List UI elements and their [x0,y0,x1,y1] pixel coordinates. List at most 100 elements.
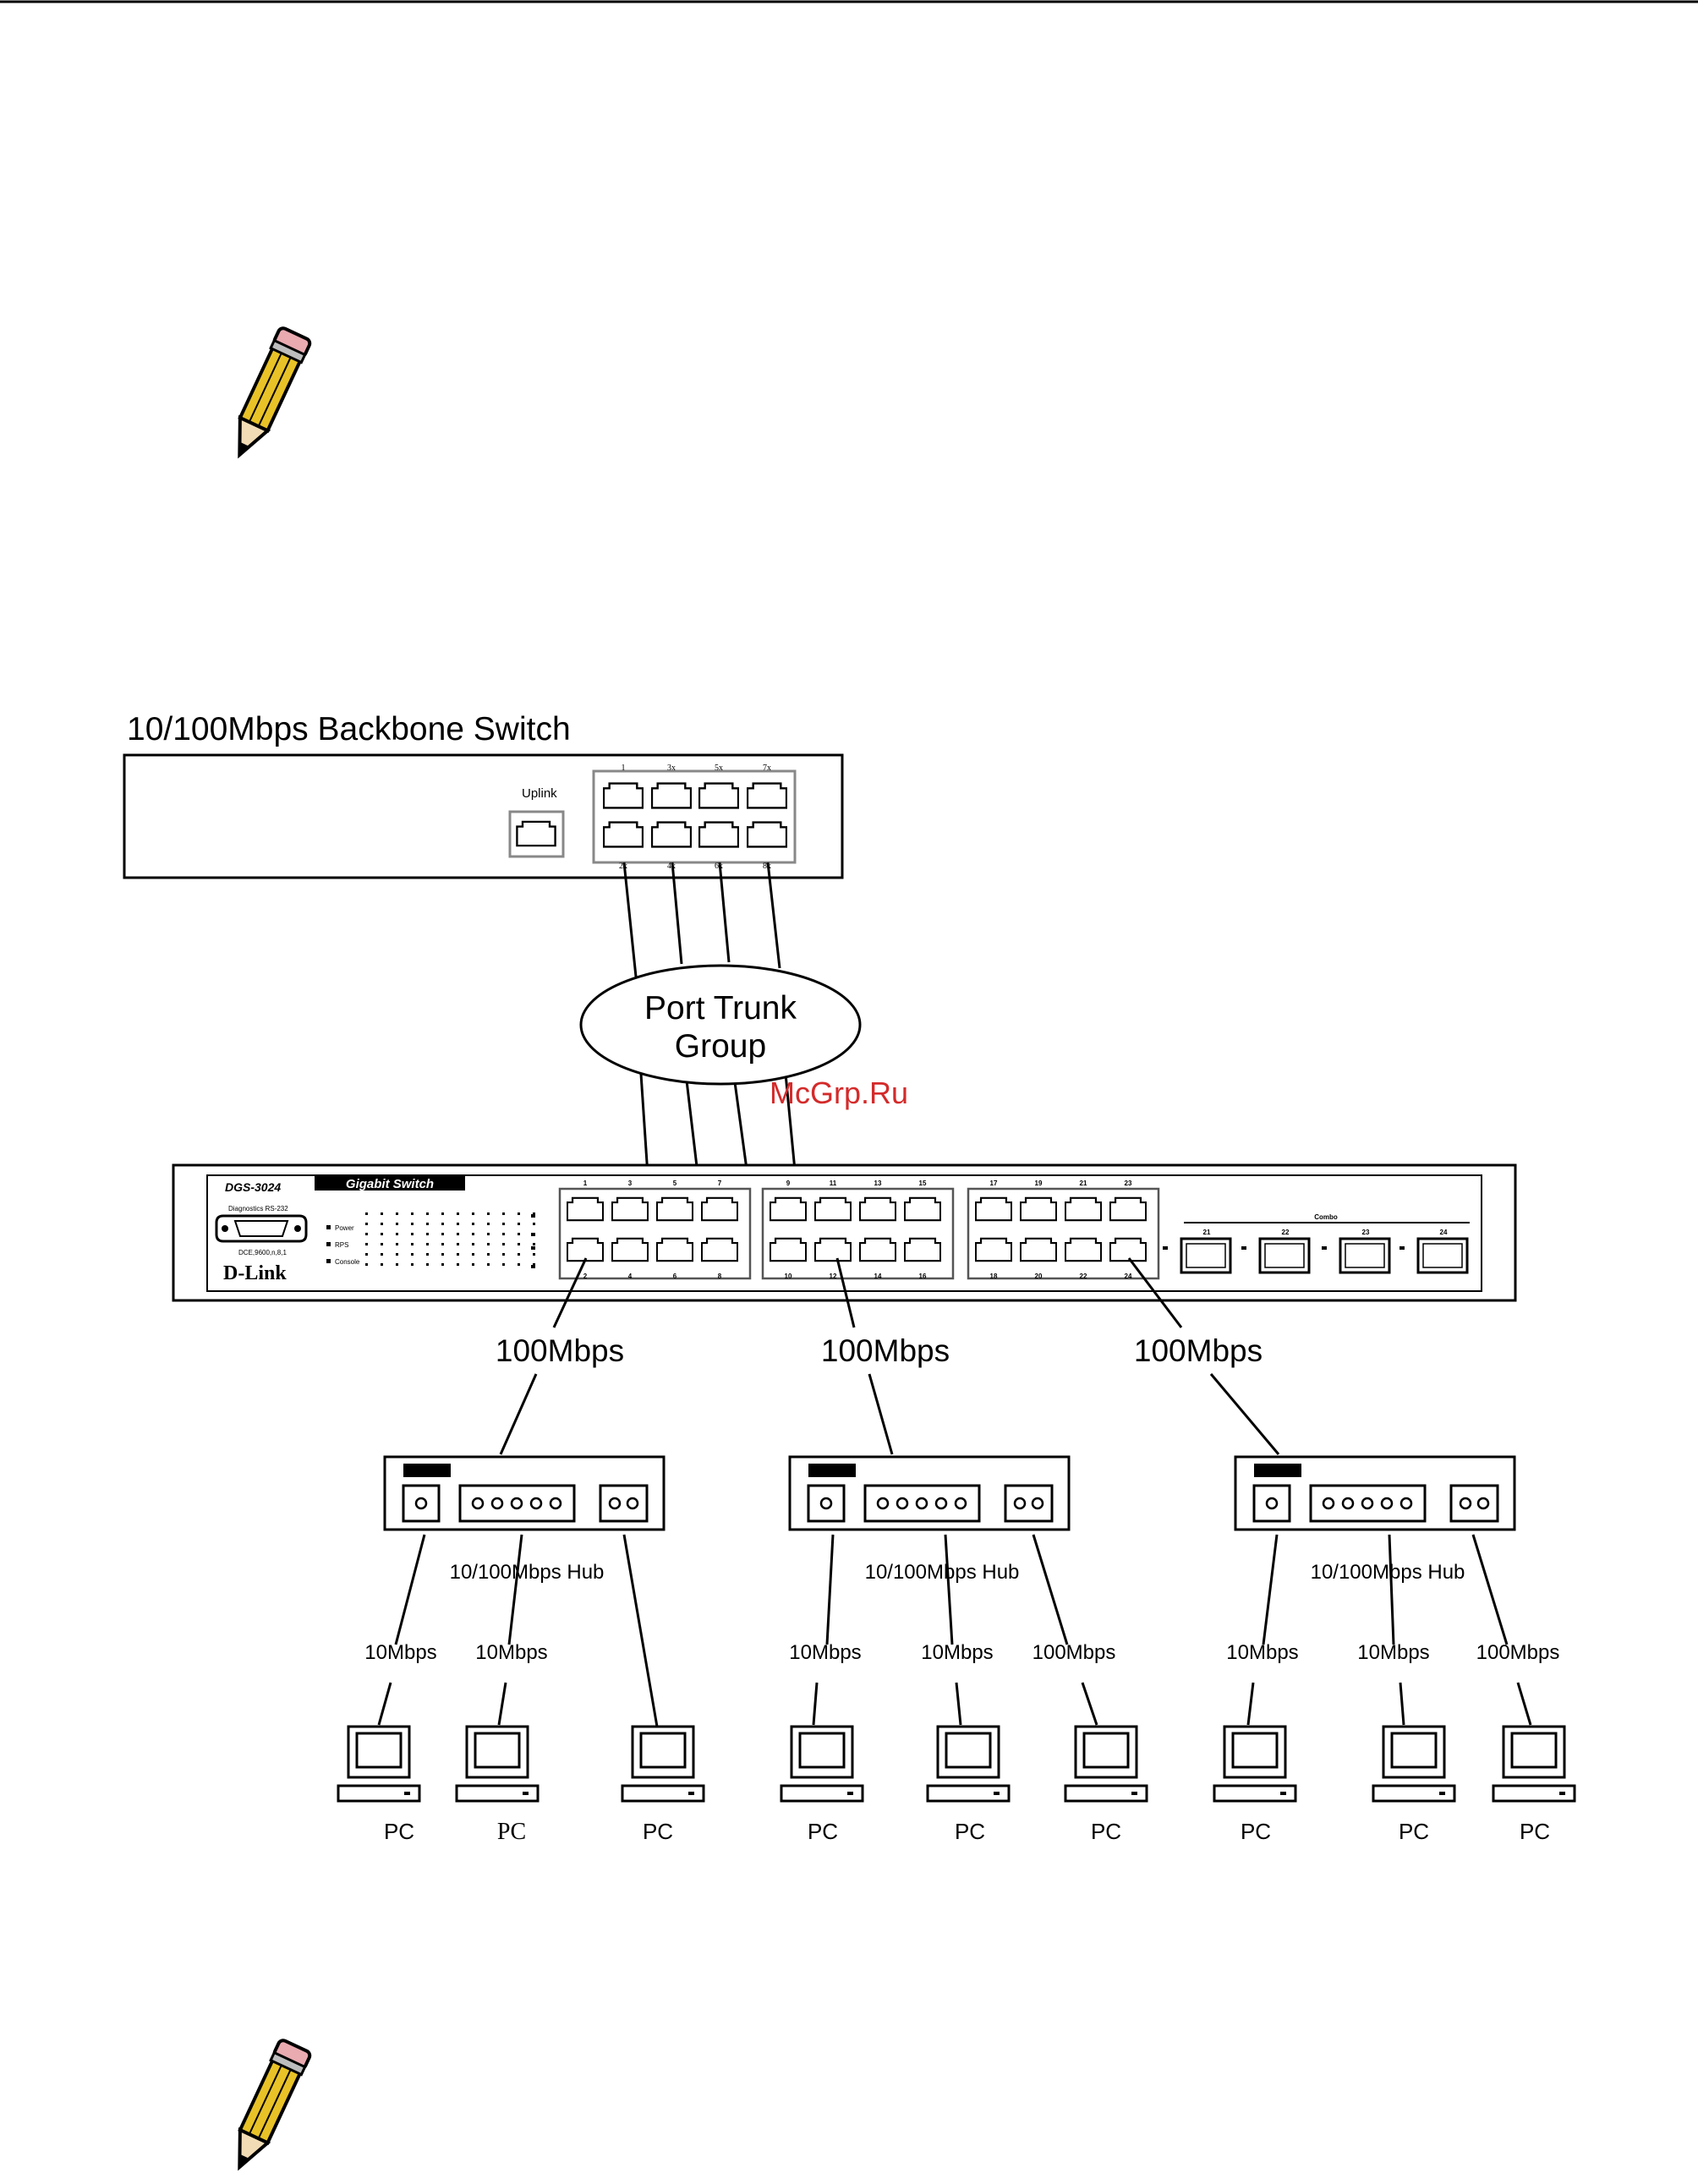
switch-port [567,1237,604,1262]
port-led [472,1233,474,1235]
dgs-serial-label: DCE,9600,n,8,1 [238,1249,287,1256]
hub-port-hole [549,1497,562,1510]
hub-port-hole [915,1497,928,1510]
backbone-port-label: 1 [622,764,626,773]
port-led [426,1212,429,1215]
port-led [533,1223,535,1225]
hub-port-hole [608,1497,622,1510]
pc-label: PC [384,1819,414,1844]
port-led [518,1223,520,1225]
port-number: 18 [990,1273,998,1280]
link-speed-label: 10Mbps [789,1641,861,1664]
port-led [365,1263,368,1266]
hub-port-hole [1399,1497,1413,1510]
link-speed-label: 10Mbps [475,1641,547,1664]
port-led [533,1263,535,1266]
switch-port [975,1237,1012,1262]
port-number: 5 [673,1180,677,1187]
switch-port [1020,1196,1057,1222]
port-led [502,1243,505,1245]
port-number: 9 [786,1180,791,1187]
link-speed-label: 100Mbps [1476,1641,1560,1664]
port-number: 17 [990,1180,998,1187]
hub-port-hole [896,1497,909,1510]
hub-status-bar [808,1464,856,1477]
port-led [518,1233,520,1235]
sfp-led [1163,1246,1168,1250]
port-led [411,1253,414,1256]
backbone-port [698,821,739,848]
pc-cable [1516,1682,1532,1726]
backbone-port-label: 7x [763,764,771,773]
pc-icon [926,1725,1011,1803]
hub-port-hole [626,1497,639,1510]
port-led [487,1223,490,1225]
port-led [518,1243,520,1245]
pc-label: PC [1241,1819,1271,1844]
combo-label: Combo [1314,1213,1338,1221]
port-led [396,1212,398,1215]
pc-cable [507,1534,523,1645]
port-led [457,1263,459,1266]
uplink-port [516,820,556,847]
dgs-badge [315,1176,465,1191]
uplink-speed-2: 100Mbps [821,1333,950,1368]
hub-port-hole [1265,1497,1279,1510]
hub-label: 10/100Mbps Hub [1311,1561,1465,1584]
pc-cable [622,1534,659,1727]
hub-fast-ports [1004,1484,1054,1523]
backbone-port-label: 5x [715,764,723,773]
port-number: 23 [1125,1180,1132,1187]
port-led [381,1243,383,1245]
hub-status-bar [403,1464,451,1477]
hub-fast-ports [599,1484,649,1523]
port-led [487,1243,490,1245]
port-number: 22 [1080,1273,1087,1280]
port-led [426,1253,429,1256]
port-led [502,1263,505,1266]
pc-label: PC [1091,1819,1121,1844]
port-led [457,1253,459,1256]
switch-port [701,1237,738,1262]
switch-port [859,1237,896,1262]
dlink-logo: D-Link [223,1262,287,1284]
port-number: 14 [874,1273,882,1280]
switch-port [859,1196,896,1222]
switch-port [1109,1196,1147,1222]
dgs-diag-label: Diagnostics RS-232 [228,1205,288,1212]
port-led [441,1233,444,1235]
hub-uplink-cables [499,1257,1280,1455]
switch-port [814,1237,852,1262]
status-led [326,1259,331,1263]
pc-label: PC [643,1819,673,1844]
link-speed-label: 100Mbps [1032,1641,1116,1664]
led-label: RPS [335,1241,348,1249]
port-led [441,1263,444,1266]
port-number: 19 [1035,1180,1043,1187]
backbone-title: 10/100Mbps Backbone Switch [127,711,571,747]
dgs-model: DGS-3024 [225,1180,281,1194]
backbone-port [747,821,787,848]
port-number: 20 [1035,1273,1043,1280]
port-led [411,1212,414,1215]
pc-cable [1032,1534,1069,1645]
port-number: 2 [583,1273,588,1280]
hub-port-hole [490,1497,504,1510]
port-led [365,1243,368,1245]
port-led [381,1253,383,1256]
hub-port-hole [954,1497,967,1510]
port-number: 16 [919,1273,927,1280]
pc-label: PC [808,1819,838,1844]
port-number: 6 [673,1273,677,1280]
sfp-slot [1345,1243,1385,1268]
serial-screw-left [222,1225,228,1232]
trunk-label-line2: Group [675,1028,766,1065]
port-led [518,1212,520,1215]
link-speed-label: 10Mbps [1226,1641,1298,1664]
switch-port [814,1196,852,1222]
pc-cable [944,1534,954,1645]
pc-cable [1388,1534,1395,1645]
